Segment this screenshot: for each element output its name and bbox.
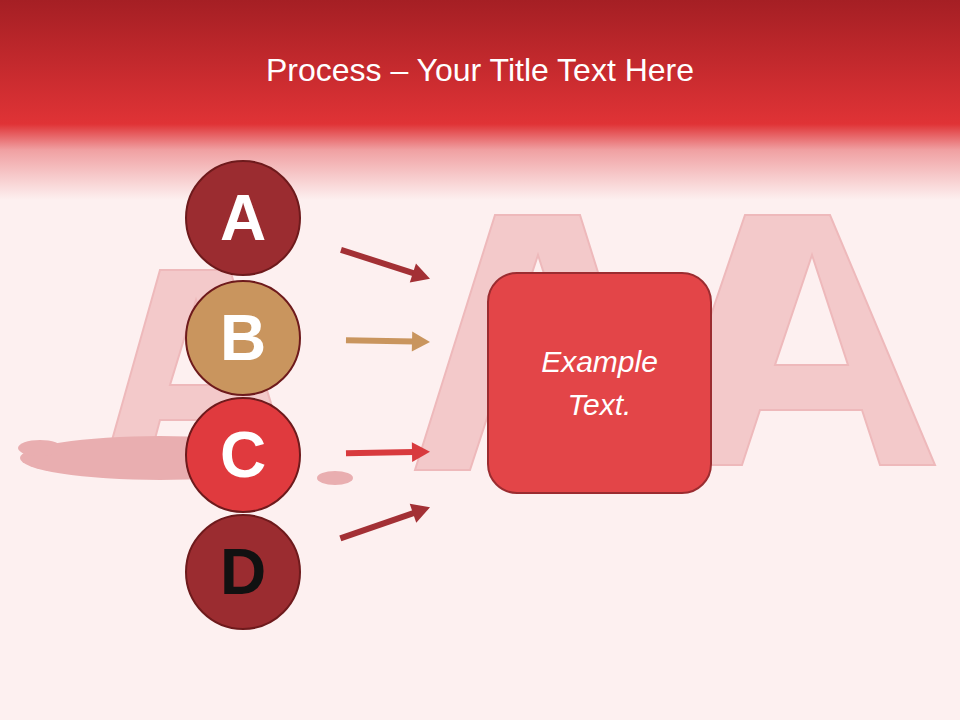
step-circle: B [185,280,301,396]
arrow-connector [346,442,430,462]
arrow-shaft [346,340,414,341]
box-text: Example Text. [525,340,675,427]
arrow-connector [346,332,430,352]
arrowhead [410,264,430,283]
process-box: Example Text. [487,272,712,494]
puddle-drop [317,471,353,485]
step-circle: D [185,514,301,630]
arrow-shaft [340,513,415,539]
arrowhead [412,332,430,352]
arrow-shaft [341,250,415,274]
step-letter: D [220,540,266,604]
arrow-shaft [346,452,414,453]
arrow-connector [340,504,430,539]
slide-title: Process – Your Title Text Here [0,52,960,89]
step-circle: C [185,397,301,513]
step-letter: B [220,306,266,370]
step-letter: C [220,423,266,487]
puddle-drop [18,440,62,456]
step-circle: A [185,160,301,276]
arrow-connector [341,250,430,283]
arrowhead [412,442,430,462]
step-letter: A [220,186,266,250]
arrowhead [410,504,430,523]
header-band [0,0,960,200]
